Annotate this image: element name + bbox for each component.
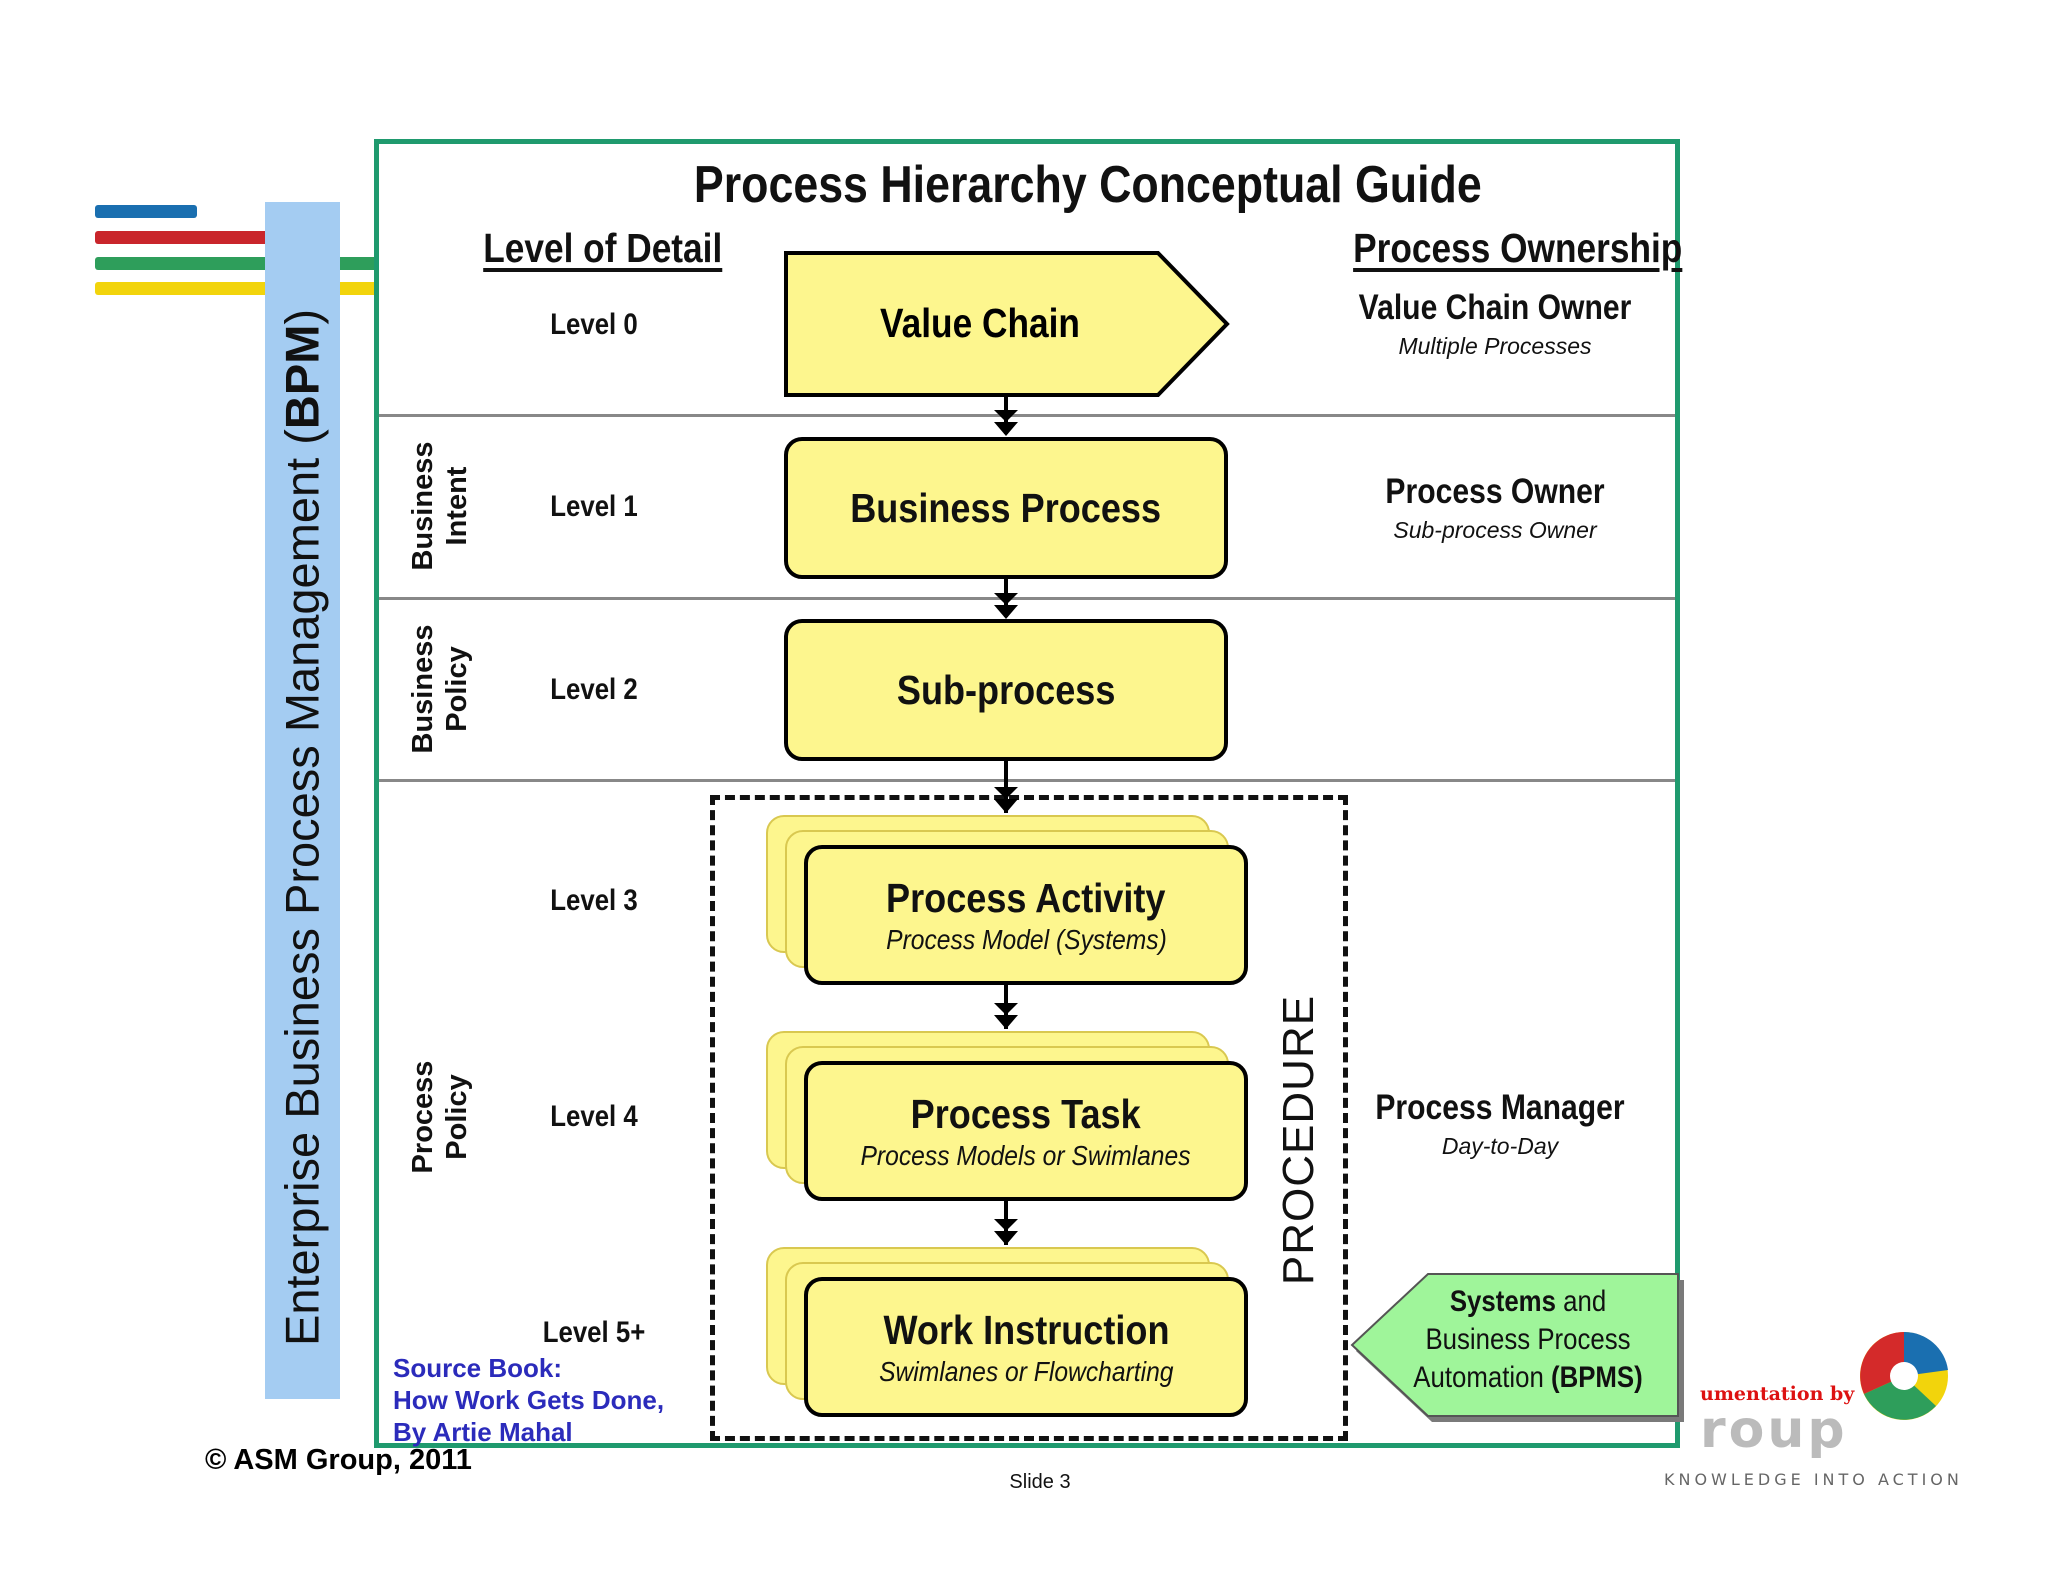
logo-tagline: KNOWLEDGE INTO ACTION xyxy=(1664,1470,1963,1489)
process-activity-sublabel: Process Model (Systems) xyxy=(885,923,1167,955)
process-owner-label: Process Owner xyxy=(1385,472,1605,511)
process-manager-sublabel: Day-to-Day xyxy=(1441,1133,1559,1159)
level-3-label: Level 3 xyxy=(550,884,638,917)
stripe-blue xyxy=(95,205,197,218)
copyright-text: © ASM Group, 2011 xyxy=(205,1444,472,1476)
stripe-red xyxy=(95,231,270,244)
business-process-label: Business Process xyxy=(850,484,1162,531)
level-5-label: Level 5+ xyxy=(542,1316,646,1349)
work-instruction-sublabel: Swimlanes or Flowcharting xyxy=(878,1355,1174,1387)
procedure-region xyxy=(710,795,1348,1441)
arrow-down-icon xyxy=(994,983,1018,1029)
bpm-sidebar xyxy=(265,202,340,1399)
level-1-label: Level 1 xyxy=(550,490,638,523)
process-activity-box: Process Activity Process Model (Systems) xyxy=(804,845,1248,985)
band-divider-1 xyxy=(379,414,1675,417)
arrow-down-icon xyxy=(994,1199,1018,1245)
sub-process-box: Sub-process xyxy=(784,619,1228,761)
band-divider-2 xyxy=(379,597,1675,600)
sub-process-label: Sub-process xyxy=(896,666,1116,713)
process-task-box: Process Task Process Models or Swimlanes xyxy=(804,1061,1248,1201)
diagram-frame xyxy=(374,139,1680,1448)
work-instruction-box: Work Instruction Swimlanes or Flowcharti… xyxy=(804,1277,1248,1417)
process-owner-sublabel: Sub-process Owner xyxy=(1393,517,1597,543)
logo-partial-word: roup xyxy=(1700,1400,1848,1460)
arrow-down-icon xyxy=(994,396,1018,436)
logo-partial-text: umentation by xyxy=(1700,1383,1855,1405)
value-chain-owner-label: Value Chain Owner xyxy=(1358,288,1632,327)
value-chain-shape xyxy=(784,251,1230,397)
work-instruction-label: Work Instruction xyxy=(882,1306,1169,1353)
source-book-note: Source Book: How Work Gets Done, By Arti… xyxy=(393,1353,665,1447)
band-divider-3 xyxy=(379,779,1675,782)
business-process-box: Business Process xyxy=(784,437,1228,579)
process-ownership-header: Process Ownership xyxy=(1353,225,1683,271)
level-0-label: Level 0 xyxy=(550,308,638,341)
bpms-callout xyxy=(1350,1273,1684,1422)
bpms-label: Systems and Business Process Automation … xyxy=(1413,1285,1643,1394)
page-title: Process Hierarchy Conceptual Guide xyxy=(693,156,1482,214)
level-of-detail-header: Level of Detail xyxy=(483,225,723,271)
process-activity-label: Process Activity xyxy=(886,874,1166,921)
company-logo-icon xyxy=(1860,1331,1948,1420)
value-chain-owner-sublabel: Multiple Processes xyxy=(1398,333,1592,359)
arrow-down-icon xyxy=(994,759,1018,813)
level-2-label: Level 2 xyxy=(550,673,638,706)
arrow-down-icon xyxy=(994,577,1018,619)
bpm-sidebar-label: Enterprise Business Process Management (… xyxy=(275,308,329,1347)
process-manager-label: Process Manager xyxy=(1375,1088,1625,1127)
process-task-label: Process Task xyxy=(910,1090,1141,1137)
level-4-label: Level 4 xyxy=(550,1100,638,1133)
value-chain-label: Value Chain xyxy=(880,300,1080,346)
slide-number: Slide 3 xyxy=(1009,1471,1071,1493)
process-task-sublabel: Process Models or Swimlanes xyxy=(860,1139,1192,1171)
